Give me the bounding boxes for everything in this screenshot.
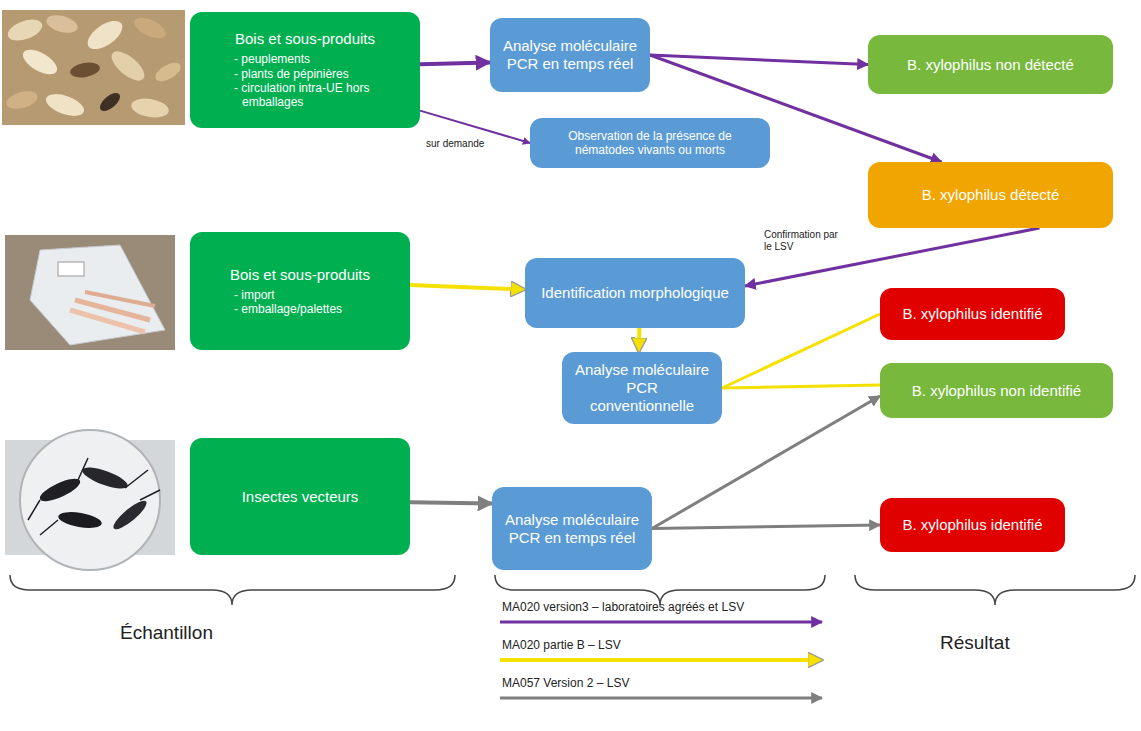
- flow-arrow: [722, 314, 880, 388]
- insects-photo: [5, 430, 175, 570]
- result-box: B. xylophilus non détecté: [868, 35, 1113, 94]
- result-box: B. xylophilus non identifié: [880, 363, 1113, 418]
- wood-stick: [70, 310, 145, 332]
- legend-text: MA020 partie B – LSV: [502, 638, 621, 652]
- box-text: Insectes vecteurs: [200, 488, 400, 506]
- flow-arrow: [652, 525, 880, 529]
- flow-arrow: [410, 285, 525, 289]
- wood-stick: [85, 292, 155, 306]
- chip: [4, 88, 39, 112]
- sample-box: Insectes vecteurs: [190, 438, 410, 555]
- process-box: Identification morphologique: [525, 258, 745, 328]
- result-box: B. xylophilus détecté: [868, 162, 1113, 228]
- chip: [97, 90, 123, 115]
- sample-box: Bois et sous-produits - import- emballage…: [190, 232, 410, 350]
- petri-dish: [20, 430, 160, 570]
- section-label: Échantillon: [120, 622, 213, 644]
- insect: [80, 463, 130, 493]
- box-text: Analyse moléculaire PCR en temps réel: [502, 511, 642, 547]
- box-text: B. xylophilus identifié: [890, 516, 1055, 534]
- section-label: Résultat: [940, 632, 1010, 654]
- edge-label: sur demande: [424, 137, 486, 151]
- sample-bag-photo: [5, 235, 175, 350]
- bracket: [855, 575, 1135, 605]
- insect: [37, 474, 83, 505]
- photo-ground: [2, 10, 185, 125]
- box-text: Analyse moléculaire PCR en temps réel: [500, 37, 640, 73]
- legend-text: MA020 version3 – laboratoires agréés et …: [502, 600, 744, 614]
- flow-arrow: [410, 502, 492, 503]
- box-text: Bois et sous-produits: [200, 30, 410, 48]
- chip: [131, 14, 169, 43]
- flow-arrow: [722, 385, 880, 388]
- list-item: - peuplements: [200, 52, 410, 66]
- flow-arrow: [420, 62, 490, 64]
- bracket: [10, 575, 455, 605]
- process-box: Analyse moléculaire PCR en temps réel: [490, 18, 650, 92]
- bag-tag: [58, 262, 84, 276]
- plastic-bag: [30, 245, 165, 345]
- list-item: - emballage/palettes: [200, 302, 400, 316]
- process-box: Analyse moléculaire PCR en temps réel: [492, 487, 652, 570]
- process-box: Analyse moléculaire PCR conventionnelle: [562, 352, 722, 424]
- box-text: B. xylophilus non identifié: [890, 382, 1103, 400]
- box-text: B. xylophilus détecté: [878, 186, 1103, 204]
- process-box: Observation de la présence de nématodes …: [530, 118, 770, 168]
- sample-box: Bois et sous-produits - peuplements- plan…: [190, 12, 420, 128]
- chip: [107, 46, 149, 86]
- box-text: Analyse moléculaire PCR conventionnelle: [572, 361, 712, 415]
- chip: [19, 45, 61, 80]
- list-item: - import: [200, 288, 400, 302]
- list-item: - plants de pépinières: [200, 67, 410, 81]
- legend-item: MA020 version3 – laboratoires agréés et …: [502, 600, 744, 614]
- edge-label: Confirmation par le LSV: [762, 228, 846, 253]
- legend-item: MA020 partie B – LSV: [502, 638, 621, 652]
- box-text: B. xylophilus non détecté: [878, 56, 1103, 74]
- chip: [130, 96, 171, 120]
- list-item: - circulation intra-UE hors emballages: [200, 81, 410, 110]
- chip: [83, 15, 127, 54]
- chip: [5, 15, 45, 44]
- photo-ground: [5, 235, 175, 350]
- legend-line: [500, 658, 822, 662]
- legend-item: MA057 Version 2 – LSV: [502, 676, 629, 690]
- antennae: [28, 458, 160, 535]
- chip: [152, 59, 183, 85]
- insect: [57, 509, 103, 530]
- chip: [69, 61, 101, 80]
- result-box: B. xylophilus identifié: [880, 288, 1065, 340]
- box-text: Observation de la présence de nématodes …: [540, 129, 760, 158]
- chip: [44, 12, 79, 36]
- box-text: B. xylophilus identifié: [890, 305, 1055, 323]
- box-text: Identification morphologique: [535, 284, 735, 302]
- wood-chips-photo: [2, 10, 185, 125]
- flow-arrow: [745, 228, 1040, 286]
- box-text: Bois et sous-produits: [200, 266, 400, 284]
- flow-arrow: [637, 328, 642, 352]
- legend-line: [500, 697, 822, 700]
- flow-arrow: [650, 55, 868, 65]
- legend-line: [500, 621, 822, 624]
- legend-text: MA057 Version 2 – LSV: [502, 676, 629, 690]
- chip: [43, 90, 87, 121]
- result-box: B. xylophilus identifié: [880, 498, 1065, 552]
- insect: [110, 497, 150, 533]
